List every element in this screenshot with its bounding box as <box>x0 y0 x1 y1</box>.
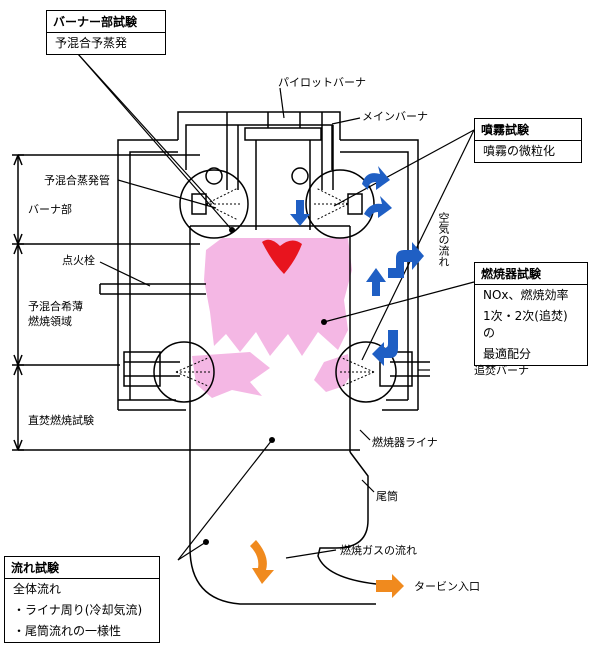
air-flow-arrows <box>290 166 424 366</box>
igniter-label: 点火栓 <box>62 254 95 267</box>
flow-test-line-3: ・尾筒流れの一様性 <box>13 624 122 638</box>
flow-test-line-2: ・ライナ周り(冷却気流) <box>13 603 143 617</box>
afterburner-left <box>153 341 215 403</box>
spray-test-title: 噴霧試験 <box>475 119 581 141</box>
combustor-liner <box>189 225 351 452</box>
burner-section-label: バーナ部 <box>28 203 72 216</box>
combustor-test-line-1: NOx、燃焼効率 <box>483 288 569 302</box>
lean-zone-label-1: 予混合希薄 <box>28 300 83 313</box>
pilot-burner-tube <box>255 112 311 230</box>
turbine-inlet-arrow-icon <box>376 574 404 598</box>
outer-casing <box>129 151 409 400</box>
reburn-test-label: 直焚燃焼試験 <box>28 414 94 427</box>
secondary-flame-right <box>314 354 350 392</box>
premix-tube-label: 予混合蒸発管 <box>44 174 110 187</box>
lean-combustion-zone <box>204 238 352 356</box>
pilot-flame <box>262 239 302 274</box>
burner-test-title: バーナー部試験 <box>47 11 165 33</box>
spray-test-line: 噴霧の微粒化 <box>483 144 556 158</box>
air-flow-label: 空気の流れ <box>437 212 450 267</box>
combustor-test-line-2: 1次・2次(追焚)の <box>483 309 568 340</box>
main-burner-label: メインバーナ <box>362 110 428 123</box>
gas-flow-arrow-icon <box>250 540 274 584</box>
afterburner-label: 追焚バーナ <box>474 364 529 377</box>
lean-zone-label-2: 燃焼領域 <box>28 315 72 328</box>
gas-flow-label: 燃焼ガスの流れ <box>340 544 417 557</box>
igniter <box>99 283 206 295</box>
main-burner-tube <box>226 112 334 190</box>
pilot-burner-label: パイロットバーナ <box>278 76 366 89</box>
spray-test-callout: 噴霧試験 噴霧の微粒化 <box>474 118 582 163</box>
transition-piece <box>189 451 377 605</box>
flow-test-line-1: 全体流れ <box>13 582 62 596</box>
flow-test-title: 流れ試験 <box>5 557 159 579</box>
premix-evaporator-left <box>179 169 249 239</box>
combustor-test-callout: 燃焼器試験 NOx、燃焼効率 1次・2次(追焚)の 最適配分 <box>474 262 588 366</box>
turbine-inlet-label: タービン入口 <box>414 580 480 593</box>
afterburner-right <box>335 341 397 403</box>
burner-test-callout: バーナー部試験 予混合予蒸発 <box>46 10 166 55</box>
premix-evaporator-right <box>305 169 375 239</box>
combustor-test-title: 燃焼器試験 <box>475 263 587 285</box>
liner-label: 燃焼器ライナ <box>372 436 438 449</box>
burner-test-line: 予混合予蒸発 <box>55 36 128 50</box>
combustor-test-line-3: 最適配分 <box>483 347 532 361</box>
flow-test-callout: 流れ試験 全体流れ ・ライナ周り(冷却気流) ・尾筒流れの一様性 <box>4 556 160 643</box>
transition-label: 尾筒 <box>376 490 398 503</box>
secondary-flame-left <box>192 352 270 398</box>
